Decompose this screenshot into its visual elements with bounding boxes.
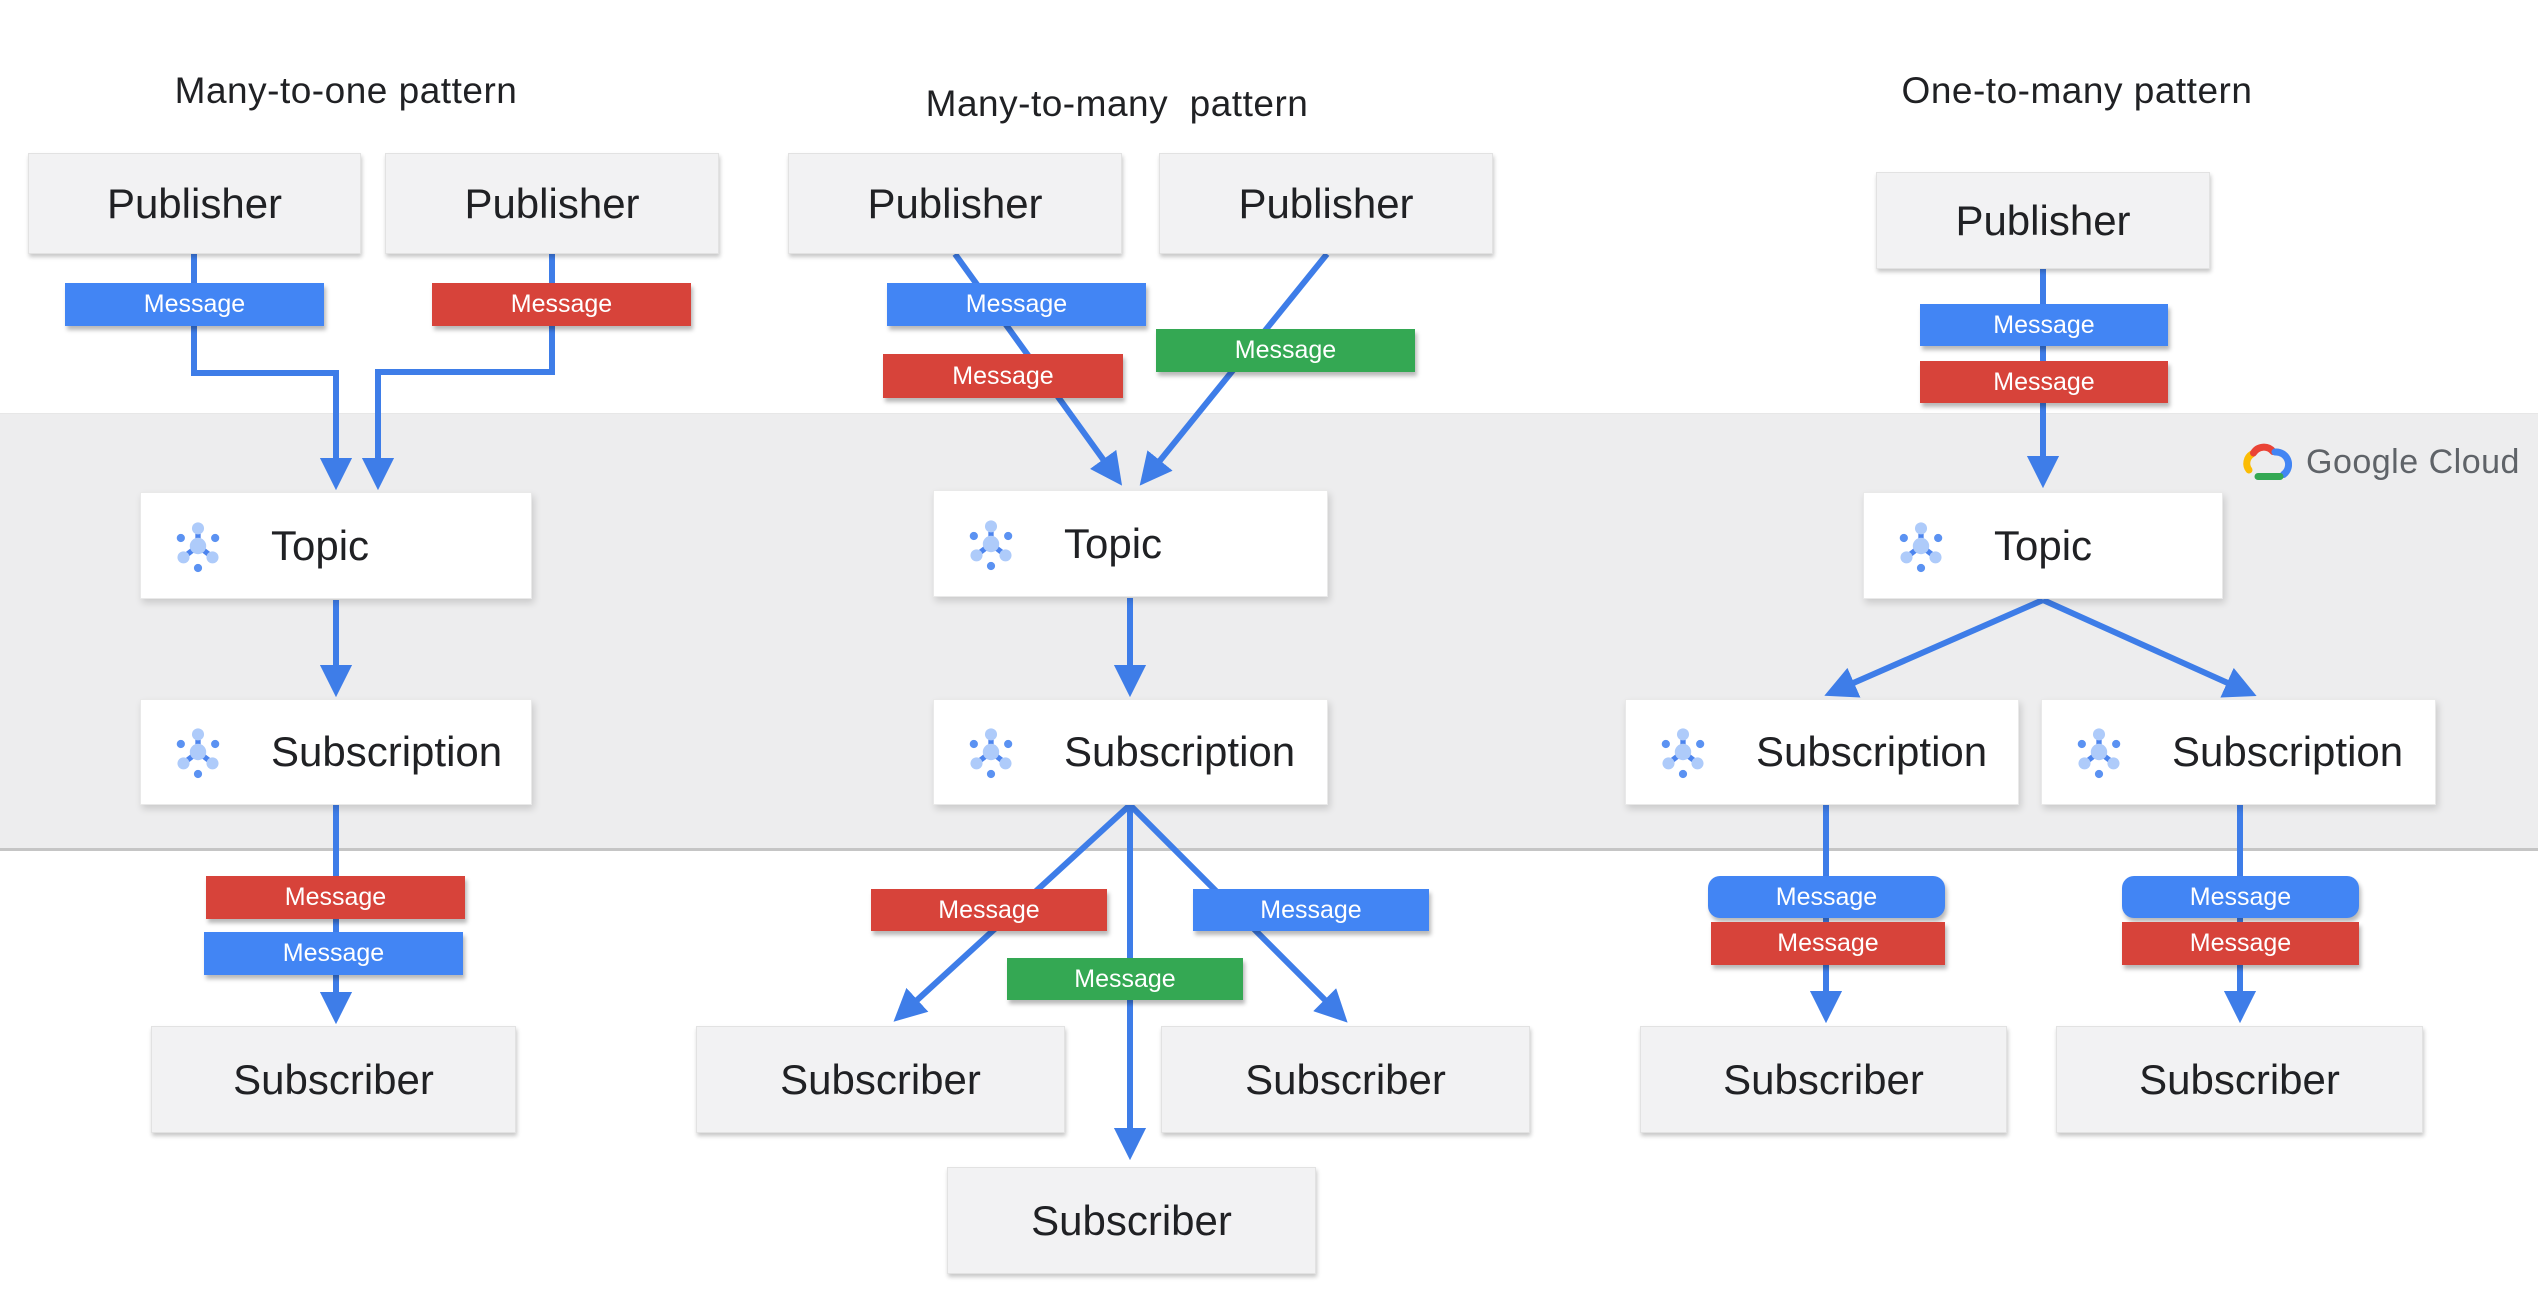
subscriber-box: Subscriber [947, 1167, 1316, 1274]
topic-box: Topic [1863, 492, 2223, 599]
pubsub-cluster-icon [1661, 728, 1705, 779]
topic-label: Topic [1994, 521, 2093, 569]
pubsub-cluster-icon [2077, 728, 2121, 779]
pubsub-cluster-icon [176, 521, 220, 572]
message-label: Message [2189, 882, 2292, 911]
message-label: Message [143, 290, 246, 318]
google-cloud-logo-text: Google Cloud [2306, 442, 2520, 481]
message-label: Message [938, 895, 1040, 924]
topic-box: Topic [933, 490, 1328, 597]
subscriber-label: Subscriber [1245, 1055, 1446, 1103]
subscriber-box: Subscriber [696, 1026, 1065, 1133]
subscription-box: Subscription [933, 699, 1328, 805]
message-chip-green: Message [1156, 329, 1415, 372]
subscriber-box: Subscriber [151, 1026, 516, 1133]
subscriber-label: Subscriber [1723, 1055, 1924, 1103]
subscription-box: Subscription [1625, 699, 2019, 805]
message-chip-blue: Message [65, 283, 324, 326]
subscription-label: Subscription [1756, 728, 1988, 775]
subscriber-box: Subscriber [2056, 1026, 2423, 1133]
message-chip-red: Message [1920, 361, 2168, 403]
title-one-to-many: One-to-many pattern [1901, 70, 2253, 111]
publisher-box: Publisher [1876, 172, 2210, 269]
publisher-box: Publisher [788, 153, 1122, 254]
message-label: Message [965, 290, 1068, 318]
pubsub-cluster-icon [969, 519, 1013, 570]
publisher-label: Publisher [1238, 179, 1414, 227]
message-label: Message [1260, 895, 1362, 924]
message-label: Message [1074, 964, 1176, 993]
message-chip-red: Message [883, 354, 1123, 398]
subscription-box: Subscription [2041, 699, 2436, 805]
message-chip-blue: Message [1920, 304, 2168, 346]
pubsub-cluster-icon [176, 728, 220, 779]
pubsub-cluster-icon [1899, 521, 1943, 572]
publisher-label: Publisher [867, 179, 1043, 227]
google-cloud-logo: Google Cloud [2240, 442, 2520, 482]
subscriber-label: Subscriber [1031, 1196, 1232, 1244]
topic-label: Topic [271, 521, 370, 569]
title-many-to-many: Many-to-many pattern [925, 83, 1309, 124]
message-label: Message [1775, 882, 1878, 911]
message-chip-blue: Message [204, 932, 463, 975]
message-chip-blue: Message [2122, 876, 2359, 918]
message-chip-red: Message [1711, 922, 1945, 965]
topic-label: Topic [1064, 519, 1163, 567]
publisher-label: Publisher [106, 179, 283, 227]
subscription-label: Subscription [271, 728, 503, 775]
publisher-box: Publisher [1159, 153, 1493, 254]
message-label: Message [1993, 310, 2095, 339]
message-chip-red: Message [2122, 922, 2359, 965]
title-many-to-one: Many-to-one pattern [174, 70, 518, 111]
message-chip-red: Message [206, 876, 465, 919]
message-label: Message [284, 883, 387, 911]
subscriber-label: Subscriber [233, 1055, 434, 1103]
message-chip-blue: Message [1708, 876, 1945, 918]
message-label: Message [282, 939, 385, 967]
message-label: Message [1993, 367, 2095, 396]
google-cloud-logo-icon [2243, 443, 2292, 480]
publisher-box: Publisher [385, 153, 719, 254]
message-label: Message [952, 361, 1054, 390]
subscriber-label: Subscriber [780, 1055, 981, 1103]
message-label: Message [510, 290, 613, 318]
message-label: Message [2189, 929, 2292, 957]
pubsub-cluster-icon [969, 728, 1013, 779]
subscriber-box: Subscriber [1640, 1026, 2007, 1133]
subscription-label: Subscription [2172, 728, 2404, 775]
message-chip-blue: Message [887, 283, 1146, 326]
message-chip-blue: Message [1193, 889, 1429, 931]
subscriber-box: Subscriber [1161, 1026, 1530, 1133]
subscription-label: Subscription [1064, 728, 1296, 775]
message-label: Message [1234, 336, 1337, 364]
publisher-label: Publisher [1955, 196, 2131, 244]
topic-box: Topic [140, 492, 532, 599]
publisher-box: Publisher [28, 153, 361, 254]
message-chip-red: Message [432, 283, 691, 326]
subscriber-label: Subscriber [2139, 1055, 2340, 1103]
message-chip-green: Message [1007, 958, 1243, 1000]
message-chip-red: Message [871, 889, 1107, 931]
message-label: Message [1777, 929, 1879, 957]
publisher-label: Publisher [464, 179, 640, 227]
subscription-box: Subscription [140, 699, 532, 805]
